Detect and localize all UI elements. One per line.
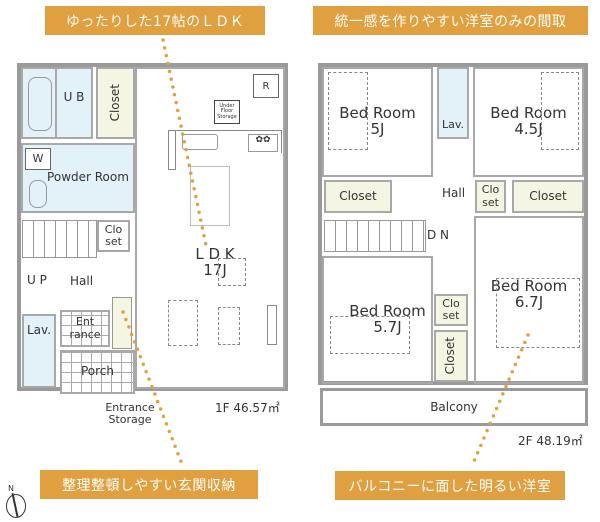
room-porch: Porch [60, 350, 135, 394]
room-entrance: Ent rance [60, 310, 110, 347]
banner-western-rooms: 統一感を作りやすい洋室のみの間取 [313, 6, 588, 35]
balcony: Balcony [320, 388, 588, 426]
room-lav-2f: Lav. [437, 67, 469, 139]
staircase-2f [324, 220, 426, 252]
bed-furniture [541, 72, 579, 150]
north-label: N [8, 484, 14, 493]
room-lav-1f: Lav. [22, 314, 56, 388]
room-closet-vertical-2f: Closet [434, 330, 468, 382]
stove-icon: ✿✿ [248, 134, 278, 152]
bed1-size: 5J [370, 120, 385, 138]
room-closet-left-2f: Closet [324, 180, 392, 213]
room-ub: U B [55, 67, 93, 139]
compass-circle-icon [6, 494, 26, 518]
staircase-1f [22, 220, 97, 258]
washer-icon: W [25, 148, 51, 170]
balcony-label: Balcony [430, 400, 478, 414]
dining-table [190, 166, 230, 226]
banner-entrance-storage: 整理整頓しやすい玄関収納 [40, 470, 258, 499]
leader-line-entrance [121, 310, 184, 466]
refrigerator-icon: R [253, 74, 279, 98]
banner-ldk: ゆったりした17帖のＬＤＫ [45, 6, 265, 35]
room-closet-right-2f: Closet [512, 180, 584, 213]
bed4-size: 6.7J [514, 293, 544, 311]
bed3-label: Bed Room [349, 302, 426, 321]
hall-label-1f: Hall [70, 274, 94, 288]
banner-balcony-room: バルコニーに面した明るい洋室 [335, 471, 565, 500]
bed2-size: 4.5J [514, 120, 543, 138]
leader-line-ldk [161, 38, 209, 252]
bed-furniture [330, 316, 410, 354]
entrance-storage-label: Entrance Storage [105, 401, 155, 427]
leader-line-balcony [470, 333, 530, 468]
bed-furniture [328, 72, 368, 150]
room-closet-small-mid-2f: Clo set [434, 294, 468, 326]
dn-label: D N [427, 228, 450, 242]
ldk-size: 17J [203, 261, 227, 279]
floor2-area: 2F 48.19㎡ [518, 434, 583, 448]
armchair [218, 258, 246, 286]
tv-stand [267, 305, 277, 345]
underfloor-storage: Under Floor Storage [214, 100, 240, 124]
bed3-size: 5.7J [373, 318, 402, 336]
room-closet-small-1f: Clo set [97, 220, 130, 252]
compass: N [5, 484, 27, 518]
entrance-storage-shelf [112, 297, 132, 349]
kitchen-sink-icon [182, 134, 218, 150]
floor1-area: 1F 46.57㎡ [215, 401, 280, 415]
bed1-label: Bed Room [339, 104, 416, 123]
sink-icon [29, 180, 47, 208]
coffee-table [218, 307, 240, 345]
up-label: U P [27, 273, 47, 287]
room-closet-1f: Closet [96, 67, 135, 139]
room-closet-small-right-2f: Clo set [475, 180, 506, 213]
bed-furniture [496, 278, 580, 348]
hall-label-2f: Hall [442, 186, 466, 200]
powder-label: Powder Room [47, 170, 129, 185]
bed4-label: Bed Room [490, 277, 568, 296]
sofa [168, 300, 198, 346]
bed2-label: Bed Room [490, 104, 567, 123]
